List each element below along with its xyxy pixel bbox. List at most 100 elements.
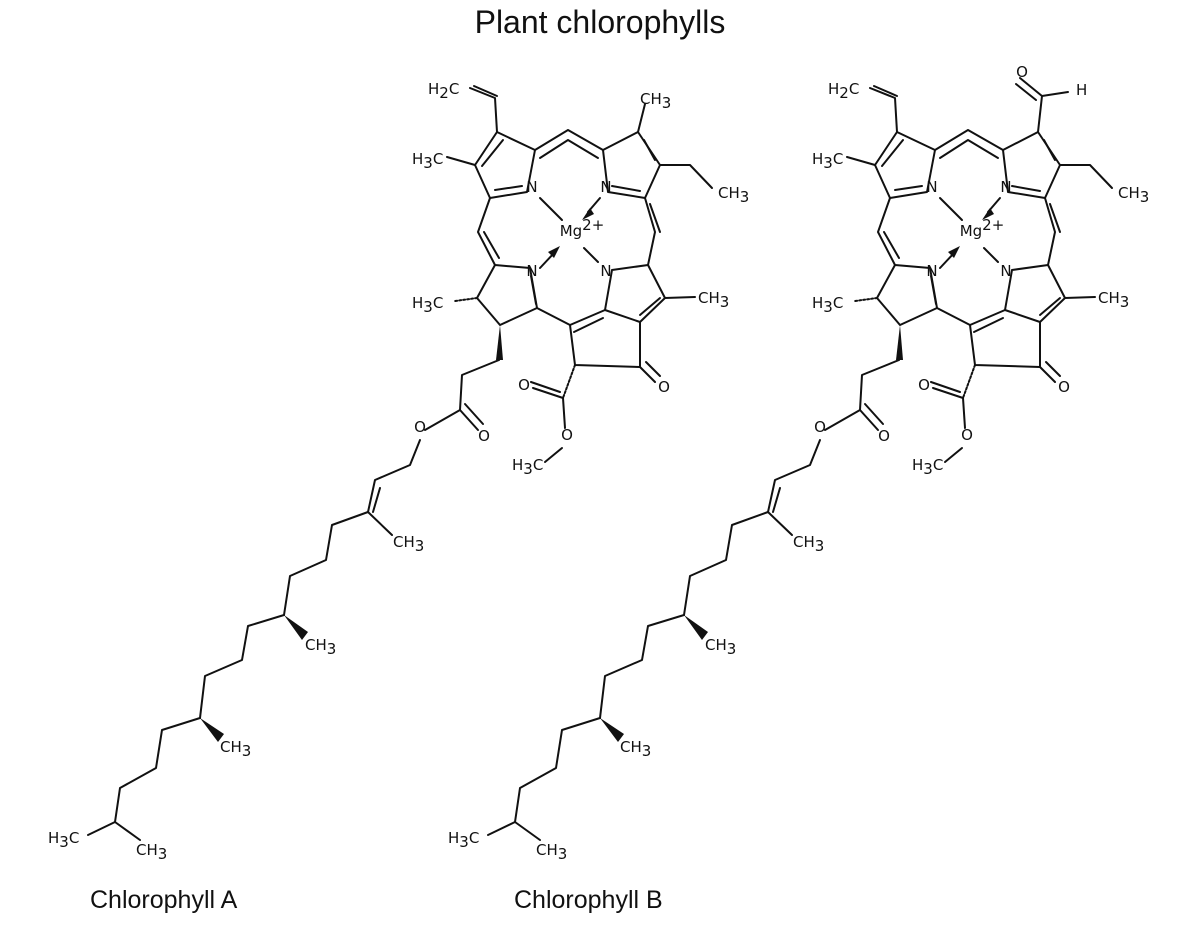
chlorophyll-b-oxygen-label: O bbox=[1058, 378, 1070, 396]
chlorophyll-b-methyl-label: H3C bbox=[812, 150, 843, 172]
chlorophyll-a-carbonyl-bond bbox=[530, 381, 561, 393]
chlorophyll-a-bond bbox=[659, 164, 713, 189]
chlorophyll-a-bond bbox=[469, 87, 498, 133]
chlorophyll-a-bond bbox=[367, 511, 393, 536]
chlorophyll-a-bond bbox=[644, 197, 656, 266]
chlorophyll-b-carbonyl-bond bbox=[859, 409, 879, 431]
chlorophyll-a-wedge-bond bbox=[284, 615, 308, 640]
chlorophyll-a-magnesium-label: Mg2+ bbox=[560, 216, 605, 240]
chlorophyll-a-bond bbox=[476, 264, 538, 326]
chlorophyll-b-carbonyl-bond bbox=[1045, 361, 1061, 377]
chlorophyll-a-bond bbox=[446, 156, 476, 166]
chlorophyll-a-double-bond bbox=[530, 275, 537, 305]
chlorophyll-a-double-bond bbox=[494, 185, 523, 191]
chlorophyll-b-bond bbox=[1019, 77, 1043, 133]
chlorophyll-a-double-bond bbox=[573, 317, 604, 333]
chlorophyll-b-methyl-label: CH3 bbox=[793, 533, 824, 555]
chlorophyll-b-bond bbox=[1044, 197, 1056, 266]
chlorophyll-a-methyl-label: CH3 bbox=[305, 636, 336, 658]
chlorophyll-b-wedge-bond bbox=[600, 718, 624, 742]
chlorophyll-a-nitrogen-label: N bbox=[526, 178, 537, 196]
chlorophyll-b-bond bbox=[869, 87, 898, 133]
chlorophyll-b-oxygen-label: O bbox=[918, 376, 930, 394]
chlorophyll-a-oxygen-label: O bbox=[561, 426, 573, 444]
chlorophyll-a-bond bbox=[477, 197, 496, 266]
chlorophyll-b-bond bbox=[846, 156, 876, 166]
chlorophyll-a-bond bbox=[562, 397, 566, 429]
chlorophyll-a-bond bbox=[474, 131, 536, 199]
chlorophyll-a-bond bbox=[114, 821, 141, 841]
chlorophyll-a-methyl-label: CH3 bbox=[136, 841, 167, 863]
chlorophyll-b-oxygen-label: O bbox=[961, 426, 973, 444]
chlorophyll-a-methyl-label: H3C bbox=[412, 150, 443, 172]
chlorophyll-a-wedge-bond bbox=[200, 718, 224, 742]
chlorophyll-a-bond bbox=[664, 296, 696, 299]
chlorophyll-a-methyl-label: CH3 bbox=[698, 289, 729, 311]
chlorophyll-b-methyl-label: CH3 bbox=[620, 738, 651, 760]
chlorophyll-a-methyl-label: H3C bbox=[412, 294, 443, 316]
chlorophyll-b-carbonyl-bond bbox=[1039, 366, 1056, 383]
chlorophyll-a-bond bbox=[602, 131, 661, 199]
chlorophyll-b-aldehyde-h-label: H bbox=[1076, 81, 1087, 99]
chlorophyll-a-bond bbox=[544, 447, 563, 463]
chlorophyll-a-nitrogen-label: N bbox=[600, 178, 611, 196]
chlorophyll-b-bond bbox=[1002, 131, 1061, 199]
chlorophyll-b-double-bond bbox=[930, 275, 937, 305]
chlorophyll-a-carbonyl-bond bbox=[645, 361, 661, 377]
chlorophyll-b-double-bond bbox=[973, 317, 1004, 333]
chlorophyll-b-double-bond bbox=[883, 231, 900, 259]
chlorophyll-a-vinyl-label: H2C bbox=[428, 80, 459, 102]
chlorophyll-a-double-bond bbox=[372, 487, 381, 513]
chlorophyll-b-methyl-label: H3C bbox=[812, 294, 843, 316]
chlorophyll-b-bond bbox=[599, 614, 685, 719]
chlorophyll-a-oxygen-label: O bbox=[518, 376, 530, 394]
chlorophyll-b-hashed-bond bbox=[854, 297, 878, 302]
chlorophyll-a-coord-bond bbox=[583, 247, 599, 263]
chlorophyll-b-arrowhead bbox=[982, 208, 994, 220]
chlorophyll-a-methyl-label: H3C bbox=[48, 829, 79, 851]
chlorophyll-b-bond bbox=[874, 131, 936, 199]
chlorophyll-a-double-bond bbox=[481, 139, 504, 167]
chlorophyll-b-double-bond bbox=[772, 487, 781, 513]
chlorophyll-b-hashed-bond bbox=[962, 364, 976, 399]
chlorophyll-a-hashed-bond bbox=[454, 297, 478, 302]
chlorophyll-a-carbonyl-bond bbox=[459, 409, 479, 431]
chlorophyll-b-double-bond bbox=[894, 185, 923, 191]
chlorophyll-a-double-bond bbox=[611, 185, 641, 192]
chlorophyll-a-bond bbox=[637, 103, 646, 133]
chlorophyll-b-double-bond bbox=[1015, 83, 1037, 101]
chlorophyll-a-wedge-bond bbox=[496, 325, 503, 360]
chlorophyll-b-double-bond bbox=[1049, 203, 1061, 233]
chlorophyll-a-nitrogen-label: N bbox=[526, 262, 537, 280]
chlorophyll-b-methyl-label: CH3 bbox=[1098, 289, 1129, 311]
chlorophyll-b-oxygen-label: O bbox=[814, 418, 826, 436]
chlorophyll-a-methyl-label: H3C bbox=[512, 456, 543, 478]
chlorophyll-b-nitrogen-label: N bbox=[926, 262, 937, 280]
chlorophyll-a-double-bond bbox=[473, 85, 498, 97]
chlorophyll-b-methyl-label: CH3 bbox=[1118, 184, 1149, 206]
chlorophyll-a-bond bbox=[569, 321, 641, 368]
chlorophyll-b-double-bond bbox=[881, 139, 904, 167]
chlorophyll-b-bond bbox=[824, 359, 900, 431]
chlorophyll-a-bond bbox=[87, 717, 201, 836]
chlorophyll-b-nitrogen-label: N bbox=[1000, 178, 1011, 196]
chlorophyll-b-bond bbox=[1059, 164, 1113, 189]
chlorophyll-b-double-bond bbox=[873, 85, 898, 97]
chlorophyll-b-bond bbox=[767, 511, 793, 536]
chlorophyll-a-arrowhead bbox=[582, 208, 594, 220]
caption-chlorophyll-b: Chlorophyll B bbox=[514, 886, 663, 914]
chlorophyll-b-carbonyl-bond bbox=[932, 387, 964, 399]
chlorophyll-a-nitrogen-label: N bbox=[600, 262, 611, 280]
chlorophyll-a-carbonyl-bond bbox=[464, 403, 484, 425]
chlorophyll-a-oxygen-label: O bbox=[478, 427, 490, 445]
chlorophyll-a-methyl-label: CH3 bbox=[220, 738, 251, 760]
chlorophyll-a-double-bond bbox=[483, 231, 500, 259]
chlorophyll-a-bond bbox=[604, 264, 666, 323]
chlorophyll-b-double-bond bbox=[1011, 185, 1041, 192]
chlorophyll-a-hashed-bond bbox=[562, 364, 576, 399]
chlorophyll-b-magnesium-label: Mg2+ bbox=[960, 216, 1005, 240]
chlorophyll-a-double-bond bbox=[649, 203, 661, 233]
